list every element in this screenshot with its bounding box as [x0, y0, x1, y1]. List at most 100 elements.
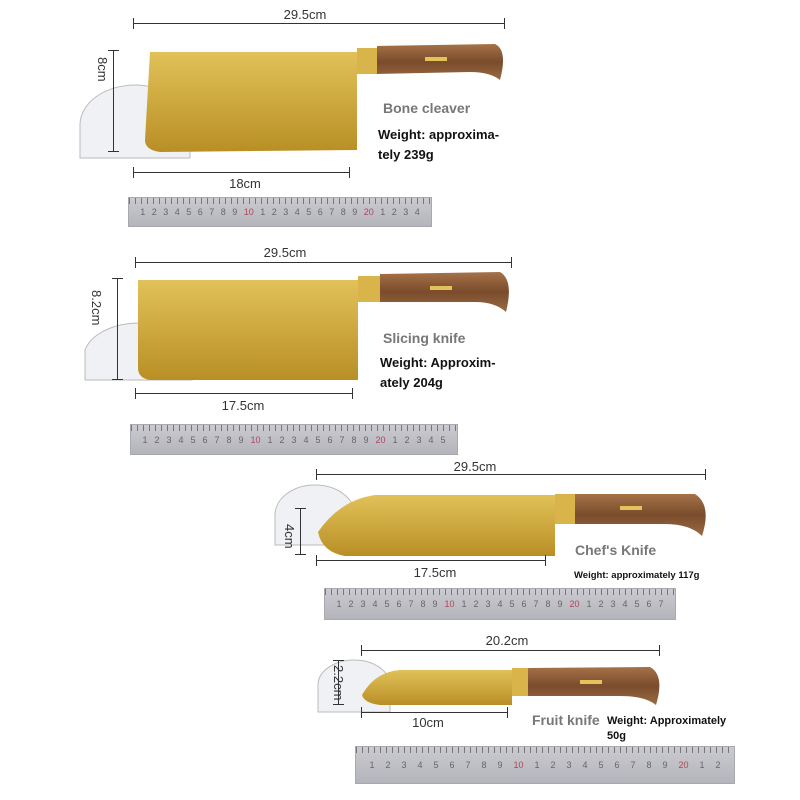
ruler-number: 4	[303, 434, 309, 445]
slicing-knife-image	[138, 272, 509, 380]
ruler-number: 5	[634, 599, 640, 609]
knife-name-1: Bone cleaver	[383, 100, 471, 116]
ruler-number: 6	[646, 599, 652, 609]
ruler-number: 6	[197, 207, 203, 217]
knife-weight-1: Weight: approxima- tely 239g	[378, 127, 500, 162]
ruler-number: 3	[401, 760, 407, 770]
ruler-number: 20	[375, 434, 386, 445]
ruler-number: 8	[545, 599, 551, 609]
ruler-number: 4	[417, 760, 423, 770]
blade-height-label-3: 4cm	[282, 524, 297, 549]
ruler-number: 7	[329, 207, 335, 217]
ruler-number: 2	[279, 434, 285, 445]
ruler-number: 8	[646, 760, 652, 770]
ruler-number: 7	[533, 599, 539, 609]
ruler-number: 2	[151, 207, 157, 217]
ruler-number: 6	[614, 760, 620, 770]
ruler-number: 6	[317, 207, 323, 217]
ruler-number: 9	[557, 599, 563, 609]
ruler-number: 1	[267, 434, 273, 445]
chefs-knife-image	[318, 494, 706, 556]
ruler-number: 2	[473, 599, 479, 609]
blade-length-dimension-1	[133, 167, 350, 178]
ruler-number: 3	[485, 599, 491, 609]
ruler-number: 8	[340, 207, 346, 217]
ruler-number: 10	[250, 434, 261, 445]
total-length-label-4: 20.2cm	[485, 633, 529, 648]
ruler-number: 1	[142, 434, 148, 445]
ruler-number: 7	[408, 599, 414, 609]
ruler-number: 2	[550, 760, 556, 770]
ruler-number: 1	[336, 599, 342, 609]
ruler-number: 5	[509, 599, 515, 609]
ruler-number: 3	[166, 434, 172, 445]
ruler-number: 4	[174, 207, 180, 217]
knife-name-4: Fruit knife	[532, 712, 600, 728]
ruler-number: 5	[433, 760, 439, 770]
blade-height-dimension-4	[333, 660, 344, 705]
ruler-number: 8	[420, 599, 426, 609]
total-length-dimension-2	[135, 257, 512, 268]
ruler-number: 2	[271, 207, 277, 217]
blade-length-label-1: 18cm	[229, 176, 261, 191]
ruler-number: 9	[497, 760, 503, 770]
ruler-number: 1	[140, 207, 146, 217]
total-length-dimension-3	[316, 469, 706, 480]
total-length-label-1: 29.5cm	[283, 7, 327, 22]
ruler-number: 4	[178, 434, 184, 445]
ruler-number: 4	[372, 599, 378, 609]
ruler-number: 7	[630, 760, 636, 770]
ruler-number: 9	[662, 760, 668, 770]
total-length-label-3: 29.5cm	[453, 459, 497, 474]
blade-height-label-1: 8cm	[95, 57, 110, 82]
blade-length-dimension-2	[135, 388, 353, 399]
ruler-number: 9	[352, 207, 358, 217]
ruler-number: 2	[385, 760, 391, 770]
ruler-number: 1	[534, 760, 540, 770]
ruler-number: 6	[396, 599, 402, 609]
ruler-number: 6	[449, 760, 455, 770]
ruler-number: 1	[392, 434, 398, 445]
ruler-number: 20	[678, 760, 689, 770]
ruler-number: 7	[209, 207, 215, 217]
ruler-number: 3	[566, 760, 572, 770]
ruler-number: 6	[327, 434, 333, 445]
ruler-number: 3	[610, 599, 616, 609]
ruler-number: 2	[404, 434, 410, 445]
ruler-number: 5	[384, 599, 390, 609]
ruler-number: 9	[238, 434, 244, 445]
ruler-number: 2	[598, 599, 604, 609]
knife-weight-2: Weight: Approxim- ately 204g	[380, 355, 496, 390]
ruler-number: 4	[497, 599, 503, 609]
ruler-number: 2	[715, 760, 721, 770]
ruler-number: 3	[283, 207, 289, 217]
ruler-number: 2	[391, 207, 397, 217]
ruler-number: 4	[582, 760, 588, 770]
blade-height-dimension-2	[112, 278, 123, 380]
ruler-number: 4	[428, 434, 434, 445]
blade-length-dimension-4	[361, 707, 508, 718]
ruler-number: 8	[481, 760, 487, 770]
ruler-number: 3	[403, 207, 409, 217]
ruler-number: 1	[260, 207, 266, 217]
ruler-number: 5	[440, 434, 446, 445]
knife-weight-4: Weight: Approximately 50g	[607, 715, 727, 742]
blade-length-dimension-3	[316, 555, 546, 566]
knife-name-3: Chef's Knife	[575, 542, 657, 558]
ruler-number: 8	[226, 434, 232, 445]
bone-cleaver-image	[145, 44, 504, 152]
ruler-number: 3	[291, 434, 297, 445]
ruler-number: 1	[461, 599, 467, 609]
ruler-number: 3	[416, 434, 422, 445]
ruler-number: 10	[513, 760, 524, 770]
ruler-number: 3	[163, 207, 169, 217]
blade-height-dimension-3	[295, 508, 306, 555]
blade-height-label-4: 2.2cm	[331, 665, 346, 701]
ruler-number: 1	[699, 760, 705, 770]
blade-length-label-3: 17.5cm	[413, 565, 457, 580]
ruler-number: 4	[414, 207, 420, 217]
ruler-number: 5	[598, 760, 604, 770]
